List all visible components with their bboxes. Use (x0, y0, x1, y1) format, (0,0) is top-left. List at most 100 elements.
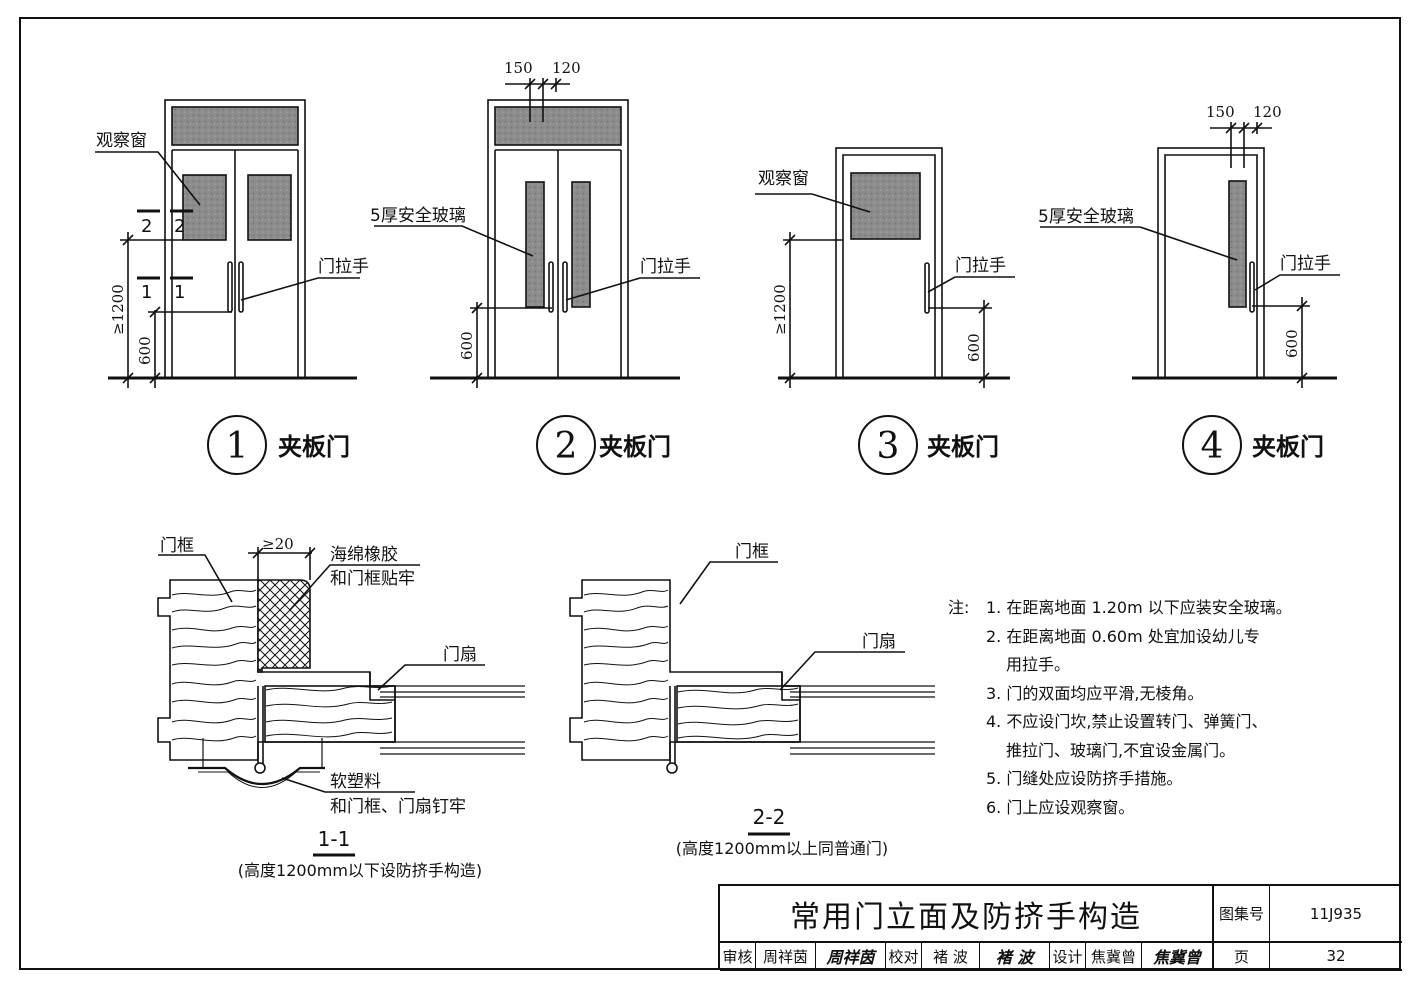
label-observation-window: 观察窗 (758, 169, 809, 189)
atlas-label: 图集号 (1214, 886, 1270, 943)
wood-grain (583, 589, 799, 742)
leader-observation (755, 193, 871, 213)
door-name: 夹板门 (1252, 433, 1324, 461)
door-title-2: 2 夹板门 (536, 415, 671, 475)
door-handle-left (227, 261, 233, 313)
dim-tick (149, 306, 161, 318)
section-mark-2-left: 2 (141, 216, 152, 237)
leader-leaf (377, 664, 485, 691)
dim-tick (1238, 122, 1250, 134)
door-name: 夹板门 (927, 433, 999, 461)
door-number: 1 (226, 426, 249, 467)
note-2-cont: 用拉手。 (1006, 655, 1071, 674)
sheet-border (19, 17, 1401, 970)
note-row: 6. 门上应设观察窗。 (948, 794, 1388, 823)
leader-observation (95, 151, 201, 206)
check-label: 校对 (886, 943, 922, 971)
label-door-handle: 门拉手 (955, 256, 1006, 276)
door-leaf (676, 685, 801, 743)
door-number: 2 (555, 426, 578, 467)
label-soft-plastic-2: 和门框、门扇钉牢 (330, 797, 466, 817)
soft-plastic-cover (188, 766, 325, 786)
dim-tick (537, 78, 549, 90)
dim-tick (1251, 122, 1263, 134)
door-frame-outline (1157, 147, 1265, 379)
door-2-elevation (374, 78, 700, 388)
leader-handle (1254, 274, 1340, 291)
soft-plastic-cover-inner (198, 771, 320, 788)
dim-600: 600 (458, 331, 476, 360)
door-number: 3 (877, 426, 900, 467)
leader-frame (158, 554, 233, 603)
note-2: 2. 在距离地面 0.60m 处宜加设幼儿专 (986, 626, 1260, 646)
label-door-frame: 门框 (160, 536, 194, 556)
dim-20: ≥20 (262, 535, 294, 553)
drawing-title: 常用门立面及防挤手构造 (720, 886, 1214, 943)
leader-frame (679, 561, 778, 605)
dim-tick (784, 372, 796, 384)
dim-tick (471, 372, 483, 384)
label-door-handle: 门拉手 (318, 257, 369, 277)
dim-1200: ≥1200 (109, 284, 127, 335)
label-door-frame: 门框 (735, 542, 769, 562)
note-row: 5. 门缝处应设防挤手措施。 (948, 765, 1388, 794)
door-title-4: 4 夹板门 (1182, 415, 1324, 475)
transom-glass (171, 106, 299, 146)
note-row: 推拉门、玻璃门,不宜设金属门。 (948, 737, 1388, 766)
reviewer: 周祥茵 (756, 943, 816, 971)
label-door-handle: 门拉手 (1280, 254, 1331, 274)
door-number: 4 (1201, 426, 1224, 467)
label-safety-glass: 5厚安全玻璃 (370, 206, 466, 226)
label-soft-plastic-1: 软塑料 (330, 772, 381, 792)
designer: 焦冀曾 (1086, 943, 1142, 971)
door-handle-right (238, 261, 244, 313)
designer-signature: 焦冀曾 (1142, 943, 1214, 971)
safety-glass-left (525, 181, 545, 308)
label-safety-glass: 5厚安全玻璃 (1038, 207, 1134, 227)
door-name: 夹板门 (599, 433, 671, 461)
label-door-handle: 门拉手 (640, 257, 691, 277)
note-row: 用拉手。 (948, 651, 1388, 680)
dim-tick (550, 78, 562, 90)
label-sponge-rubber-2: 和门框贴牢 (330, 569, 415, 589)
dim-tick (149, 372, 161, 384)
safety-glass-right (571, 181, 591, 308)
dim-150-door4: 150 (1206, 103, 1235, 121)
review-label: 审核 (720, 943, 756, 971)
dim-120-door2: 120 (552, 59, 581, 77)
leaf-panel-lines (782, 685, 935, 755)
section-2-2-caption: (高度1200mm以上同普通门) (676, 839, 888, 858)
checker: 褚 波 (922, 943, 980, 971)
door-handle (924, 262, 930, 314)
page-label: 页 (1214, 943, 1270, 971)
dim-600: 600 (965, 333, 983, 362)
dim-tick (978, 372, 990, 384)
notes-label: 注: (948, 598, 970, 617)
note-6: 6. 门上应设观察窗。 (986, 797, 1135, 817)
leader-sponge (289, 564, 420, 611)
frame-inner (1164, 154, 1258, 378)
leaf-edge-top (369, 672, 395, 701)
label-observation-window: 观察窗 (96, 131, 147, 151)
leader-glass (374, 225, 534, 257)
leaf-panel-lines (370, 685, 525, 755)
note-5: 5. 门缝处应设防挤手措施。 (986, 769, 1183, 788)
section-mark-1-left: 1 (141, 282, 152, 303)
leader-handle (927, 276, 1015, 293)
door-leaf (264, 685, 396, 743)
section-1-1-title: 1-1 (318, 827, 351, 851)
door-handle-left (548, 261, 554, 313)
safety-glass (1228, 180, 1247, 308)
door-frame-section (569, 579, 801, 761)
checker-signature: 褚 波 (980, 943, 1050, 971)
dim-tick (524, 78, 536, 90)
note-3: 3. 门的双面均应平滑,无棱角。 (986, 683, 1204, 703)
hinge-pin (254, 762, 266, 774)
door-name: 夹板门 (278, 433, 350, 461)
leader-glass (1040, 226, 1238, 261)
dim-tick (978, 302, 990, 314)
page-number: 32 (1270, 943, 1402, 971)
leader-leaf (779, 651, 905, 691)
door-handle-right (562, 261, 568, 313)
